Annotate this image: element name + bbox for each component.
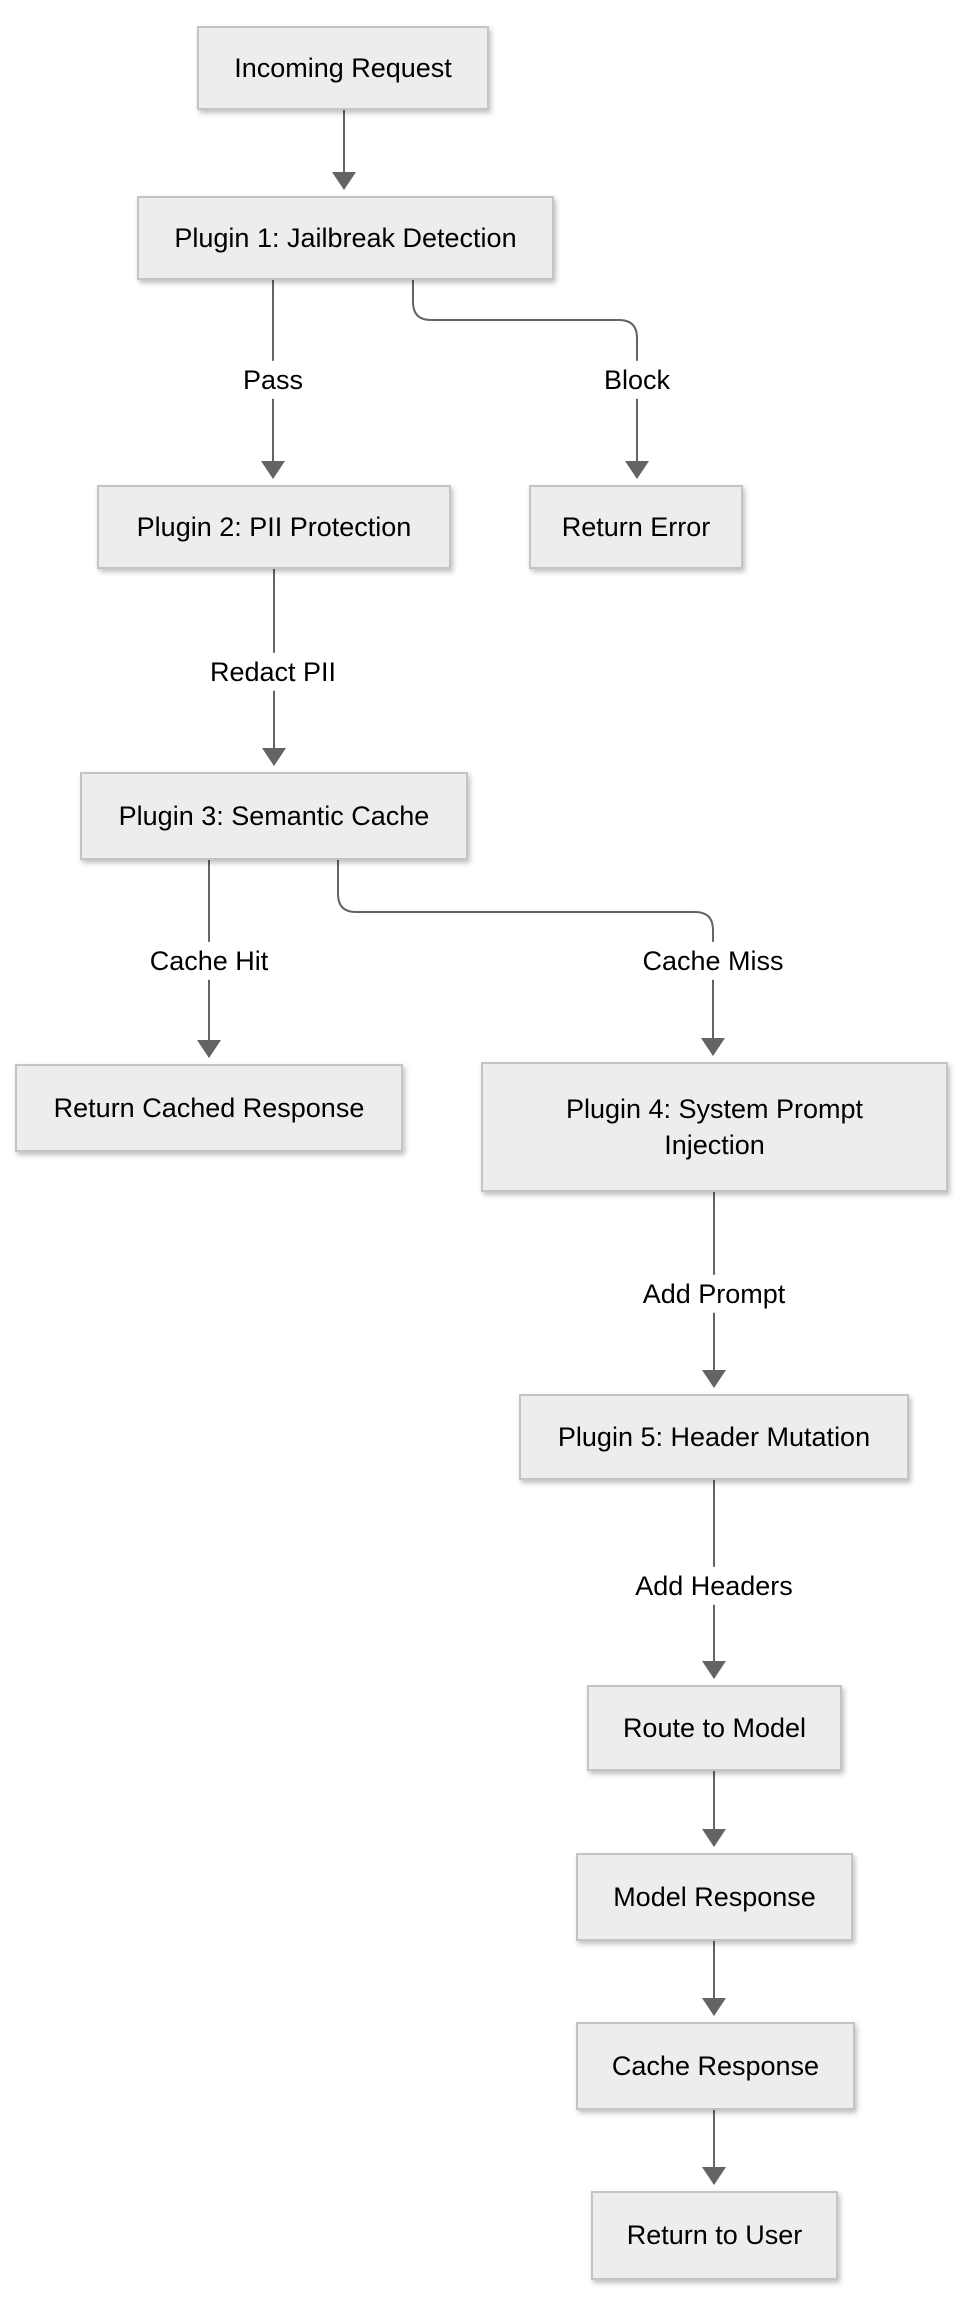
node-label: Plugin 4: System Prompt Injection [565, 1093, 864, 1160]
node-incoming-request: Incoming Request [197, 26, 489, 110]
node-label: Plugin 2: PII Protection [136, 511, 412, 542]
edge-label-redact-pii: Redact PII [200, 652, 346, 692]
edge-label-add-prompt: Add Prompt [633, 1274, 795, 1314]
node-label: Incoming Request [234, 52, 452, 83]
node-plugin4-system-prompt-injection: Plugin 4: System Prompt Injection [481, 1062, 948, 1192]
node-return-error: Return Error [529, 485, 743, 569]
edge-label-cache-miss: Cache Miss [633, 941, 793, 981]
node-return-cached-response: Return Cached Response [15, 1064, 403, 1152]
node-plugin5-header-mutation: Plugin 5: Header Mutation [519, 1394, 909, 1480]
node-plugin1-jailbreak-detection: Plugin 1: Jailbreak Detection [137, 196, 554, 280]
node-label: Route to Model [622, 1712, 807, 1743]
node-plugin3-semantic-cache: Plugin 3: Semantic Cache [80, 772, 468, 860]
edge-label-add-headers: Add Headers [626, 1566, 802, 1606]
node-label: Plugin 1: Jailbreak Detection [174, 222, 517, 253]
node-plugin2-pii-protection: Plugin 2: PII Protection [97, 485, 451, 569]
node-model-response: Model Response [576, 1853, 853, 1941]
edge-label-cache-hit: Cache Hit [140, 941, 278, 981]
node-cache-response: Cache Response [576, 2022, 855, 2110]
node-return-to-user: Return to User [591, 2191, 838, 2280]
node-label: Plugin 3: Semantic Cache [118, 800, 430, 831]
edge-label-block: Block [594, 360, 680, 400]
edge-plugin1-to-return-error-block [412, 280, 649, 479]
node-label: Model Response [613, 1881, 816, 1912]
node-label: Cache Response [611, 2050, 820, 2081]
edge-label-pass: Pass [233, 360, 313, 400]
node-label: Return Cached Response [53, 1092, 365, 1123]
node-route-to-model: Route to Model [587, 1685, 842, 1771]
node-label: Plugin 5: Header Mutation [557, 1421, 871, 1452]
node-label: Return to User [626, 2220, 803, 2251]
edge-plugin3-to-plugin4-cache-miss [337, 860, 725, 1056]
node-label: Return Error [561, 511, 711, 542]
